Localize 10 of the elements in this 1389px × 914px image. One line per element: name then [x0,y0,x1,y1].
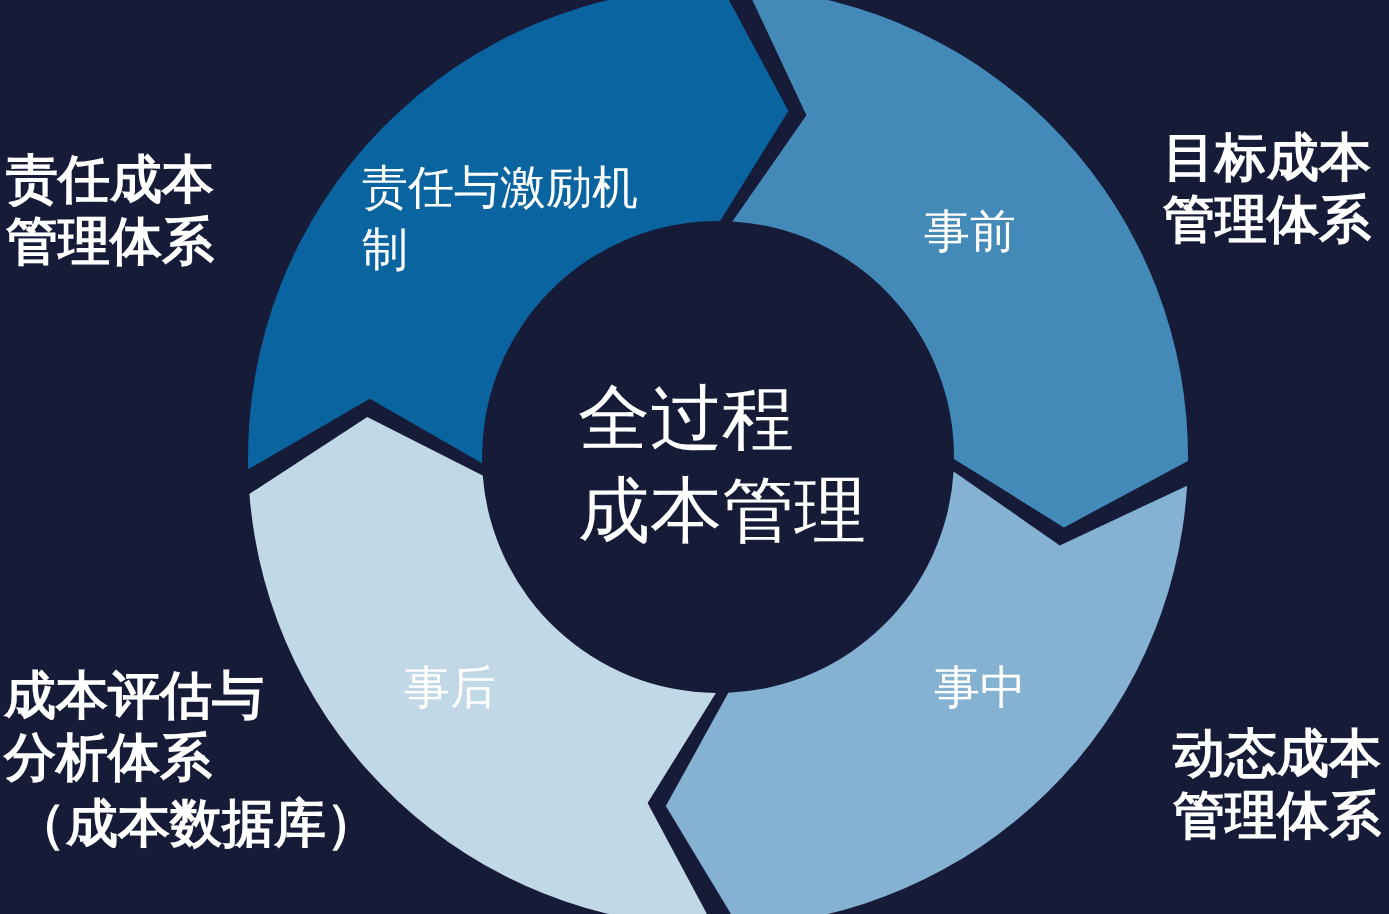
system-label: （成本数据库） [14,792,379,854]
segment-text: 责任与激励机制 [362,159,639,279]
system-label: 成本评估与分析体系 [4,664,265,788]
system-label: 责任成本管理体系 [6,148,215,272]
segment-text: 事后 [403,659,497,716]
center-text: 全过程成本管理 [578,375,866,554]
system-label: 动态成本管理体系 [1173,722,1382,846]
system-label: 目标成本管理体系 [1163,126,1372,250]
segment-text: 事前 [923,203,1017,260]
segment-text: 事中 [933,659,1027,716]
